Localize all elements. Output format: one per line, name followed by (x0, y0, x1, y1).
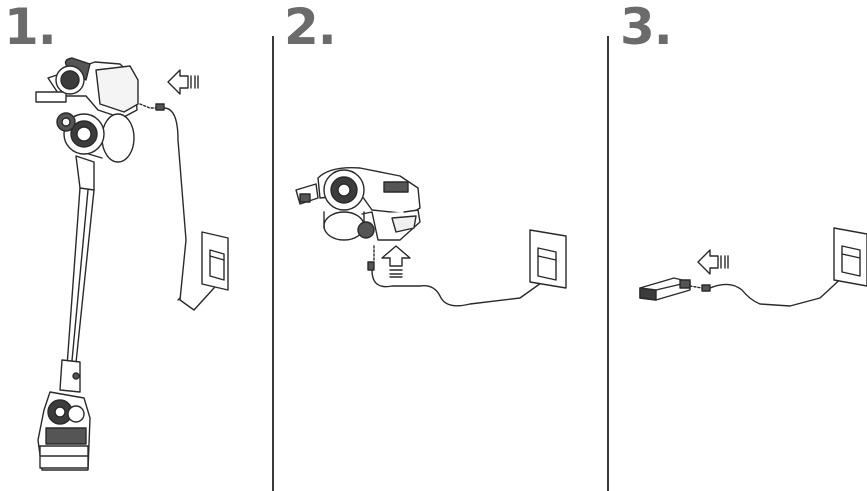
wall-plug-adapter-icon (530, 230, 566, 288)
insert-arrow-icon (168, 70, 198, 94)
stick-vacuum-icon (36, 58, 138, 470)
battery-pack-icon (640, 278, 690, 300)
charging-cable-icon (690, 274, 846, 306)
insert-arrow-icon (382, 246, 410, 277)
vacuum-handheld-unit-icon (296, 168, 420, 240)
insert-arrow-icon (698, 250, 728, 274)
wall-plug-adapter-icon (202, 232, 228, 290)
wall-plug-adapter-icon (834, 228, 867, 286)
